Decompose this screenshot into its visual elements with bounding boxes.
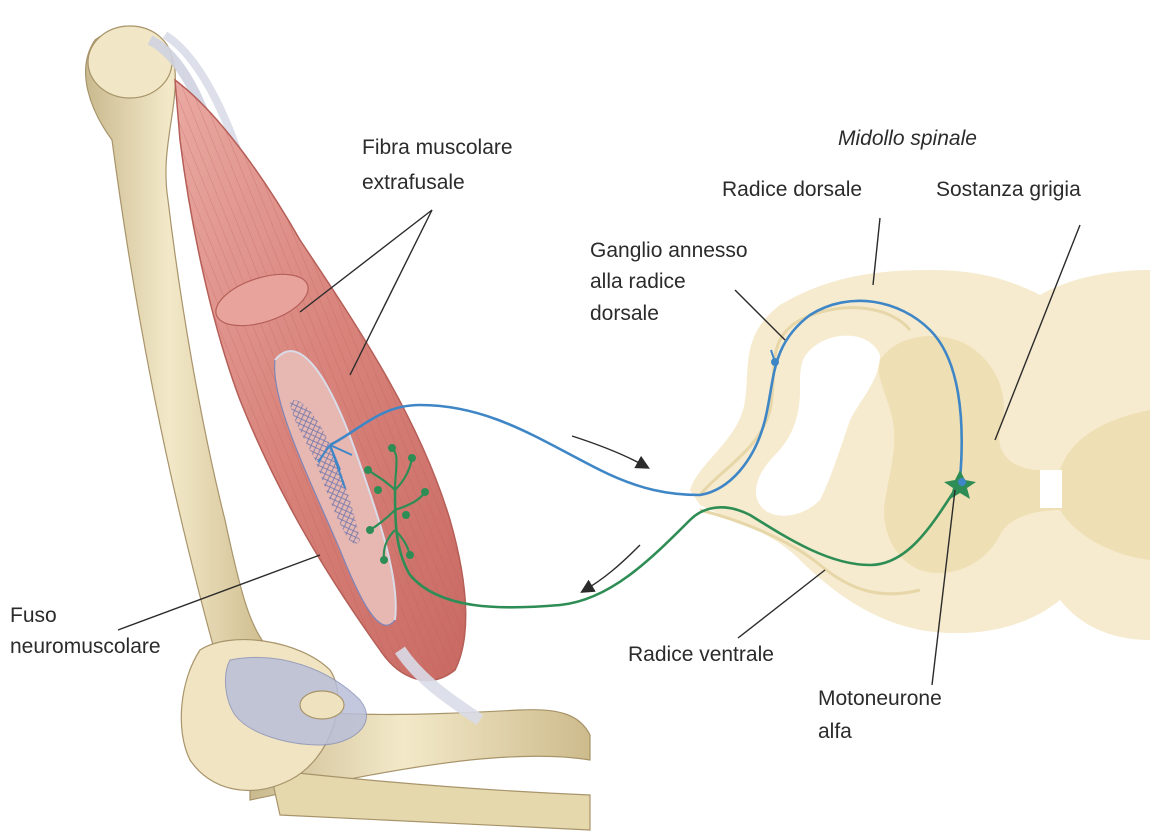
label-fibra-muscolare-2: extrafusale — [362, 171, 465, 194]
label-fuso-1: Fuso — [10, 604, 57, 627]
label-ganglio-1: Ganglio annesso — [590, 239, 748, 262]
label-motoneurone-1: Motoneurone — [818, 687, 942, 710]
spinal-cord — [690, 270, 1150, 640]
label-radice-ventrale: Radice ventrale — [628, 643, 774, 666]
humeral-head — [88, 26, 172, 98]
label-ganglio-2: alla radice — [590, 270, 686, 293]
label-sostanza-grigia: Sostanza grigia — [936, 178, 1081, 201]
label-fibra-muscolare-1: Fibra muscolare — [362, 136, 513, 159]
label-ganglio-3: dorsale — [590, 302, 659, 325]
label-midollo-spinale: Midollo spinale — [838, 127, 977, 150]
efferent-direction-arrow — [585, 545, 640, 590]
label-motoneurone-2: alfa — [818, 720, 852, 743]
label-radice-dorsale: Radice dorsale — [722, 178, 862, 201]
label-fuso-2: neuromuscolare — [10, 635, 161, 658]
